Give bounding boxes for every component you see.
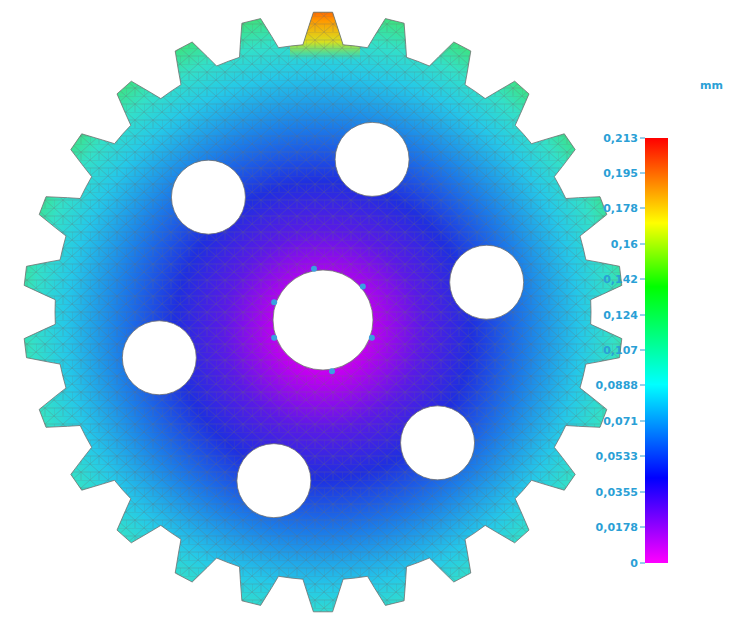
constraint-dot <box>271 335 277 341</box>
scale-tick <box>640 208 645 209</box>
constraint-dots <box>271 266 375 374</box>
scale-tick <box>640 350 645 351</box>
scale-value: 0,195 <box>603 168 638 179</box>
scale-tick <box>640 421 645 422</box>
constraint-dot <box>311 266 317 272</box>
scale-tick <box>640 244 645 245</box>
scale-value: 0,178 <box>603 203 638 214</box>
gear-outline <box>24 12 622 612</box>
scale-value: 0,0355 <box>596 487 638 498</box>
scale-value: 0,0888 <box>596 380 638 391</box>
scale-tick <box>640 173 645 174</box>
scale-value: 0,107 <box>603 345 638 356</box>
scale-tick <box>640 563 645 564</box>
constraint-dot <box>329 368 335 374</box>
scale-value: 0,142 <box>603 274 638 285</box>
scale-tick <box>640 385 645 386</box>
scale-tick <box>640 492 645 493</box>
scale-tick <box>640 456 645 457</box>
scale-value: 0,071 <box>603 416 638 427</box>
scale-tick <box>640 315 645 316</box>
constraint-dot <box>369 335 375 341</box>
constraint-dot <box>271 299 277 305</box>
constraint-dot <box>360 284 366 290</box>
scale-tick <box>640 527 645 528</box>
scale-ticks <box>640 138 645 563</box>
unit-label: mm <box>700 80 723 91</box>
scale-value: 0,0533 <box>596 451 638 462</box>
scale-value: 0,213 <box>603 133 638 144</box>
scale-value: 0,0178 <box>596 522 638 533</box>
scale-value: 0,16 <box>611 239 638 250</box>
scale-tick <box>640 279 645 280</box>
scale-value: 0,124 <box>603 310 638 321</box>
color-scale-bar <box>645 138 668 563</box>
scale-tick <box>640 138 645 139</box>
scale-value: 0 <box>630 558 638 569</box>
